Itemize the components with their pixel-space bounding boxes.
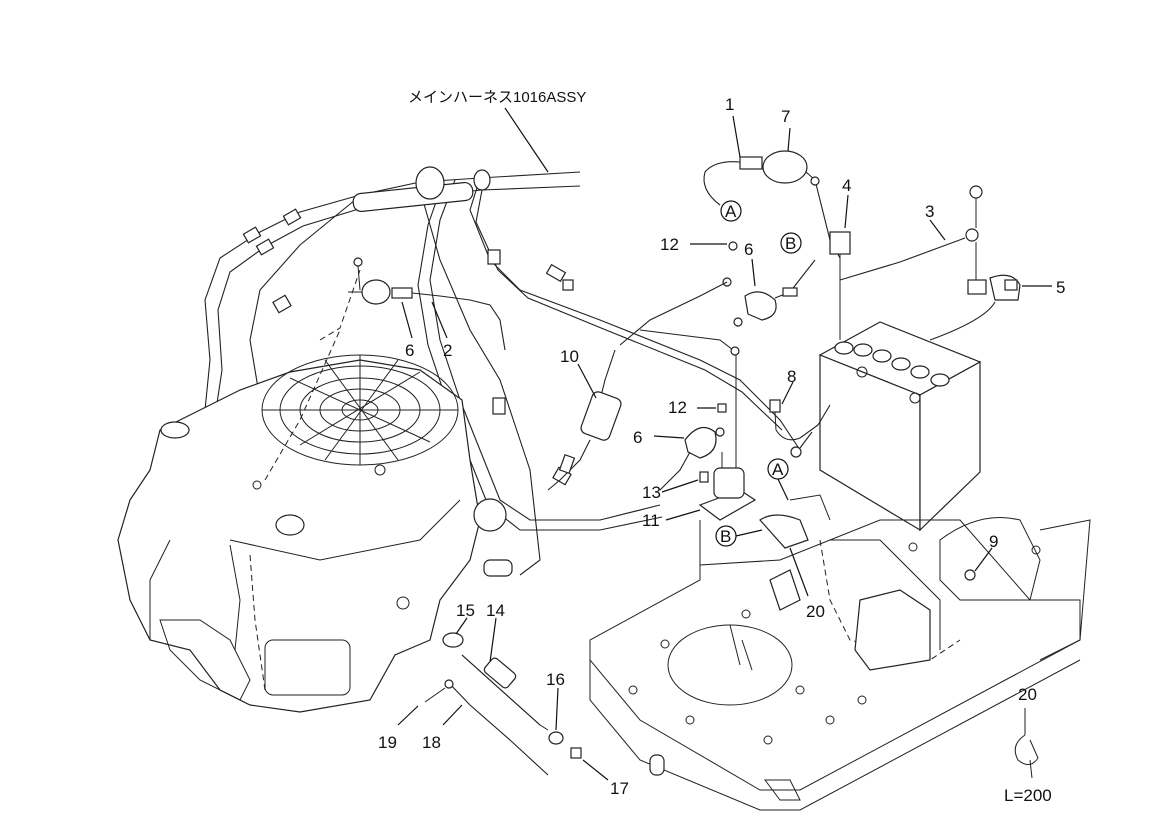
ground-bolt-8 <box>769 399 831 458</box>
harness-leader <box>504 107 549 173</box>
connector-tag-a-top: A <box>725 202 737 221</box>
callout-12-lower: 12 <box>668 398 687 417</box>
callout-9-leader <box>974 547 993 572</box>
length-note: L=200 <box>1004 786 1052 805</box>
callout-7-leader <box>787 127 791 152</box>
callout-20-center: 20 <box>806 602 825 621</box>
callout-8-leader <box>781 381 794 405</box>
terminal-cover-5 <box>929 274 1021 341</box>
battery <box>818 321 982 532</box>
callout-19-leader <box>397 705 419 726</box>
callout-14: 14 <box>486 601 505 620</box>
callout-3: 3 <box>925 202 934 221</box>
spring-rod-assembly <box>424 632 582 776</box>
callout-13-leader <box>661 479 699 493</box>
solenoid-11 <box>698 452 757 565</box>
callout-15-leader <box>455 617 468 635</box>
callout-8: 8 <box>787 367 796 386</box>
callout-2-leader <box>431 301 448 339</box>
engine <box>117 269 507 713</box>
fuse-holder-10 <box>547 349 622 491</box>
callout-6-lower-leader <box>653 435 685 439</box>
connector-tag-a-lower: A <box>772 460 784 479</box>
cap-6-lower <box>659 426 725 491</box>
callout-4: 4 <box>842 176 851 195</box>
callout-10-leader <box>577 363 597 399</box>
connector-tag-b-lower: B <box>720 527 731 546</box>
cap-6-upper <box>619 259 816 460</box>
callout-14-leader <box>489 617 497 663</box>
callout-7: 7 <box>781 107 790 126</box>
cable-tie-20 <box>1014 708 1039 779</box>
callout-6-lower: 6 <box>633 428 642 447</box>
callout-17: 17 <box>610 779 629 798</box>
callout-6-left: 6 <box>405 341 414 360</box>
callout-11-leader <box>665 509 701 521</box>
battery-cable-3 <box>839 185 983 285</box>
callout-16-leader <box>555 687 559 731</box>
callout-18-leader <box>442 704 463 726</box>
tag-a-lower-leader <box>777 478 789 501</box>
callout-2: 2 <box>443 341 452 360</box>
connector-tag-b-top: B <box>785 234 796 253</box>
bracket-20 <box>759 494 831 549</box>
callout-17-leader <box>582 759 609 781</box>
callout-12-upper: 12 <box>660 235 679 254</box>
connector-tag-a-top-circle <box>720 200 742 222</box>
tag-b-lower-leader <box>735 529 763 537</box>
connector-tag-b-top-circle <box>780 232 802 254</box>
callout-6-upper: 6 <box>744 240 753 259</box>
callout-1-leader <box>732 115 741 158</box>
callout-1: 1 <box>725 95 734 114</box>
callout-3-leader <box>929 219 946 241</box>
nut-9 <box>964 569 976 581</box>
callout-9: 9 <box>989 532 998 551</box>
relay-4 <box>829 231 851 340</box>
nut-12-upper <box>728 241 738 251</box>
callout-10: 10 <box>560 347 579 366</box>
chassis-plate <box>589 517 1091 811</box>
callout-19: 19 <box>378 733 397 752</box>
callout-20-center-leader <box>789 547 809 597</box>
callout-18: 18 <box>422 733 441 752</box>
nut-12-lower <box>717 403 727 413</box>
callout-6-upper-leader <box>751 258 756 287</box>
callout-15: 15 <box>456 601 475 620</box>
callout-13: 13 <box>642 483 661 502</box>
upper-left-lead <box>348 257 506 351</box>
callout-11: 11 <box>642 511 660 530</box>
callout-16: 16 <box>546 670 565 689</box>
callout-4-leader <box>844 194 849 229</box>
harness-label: メインハーネス1016ASSY <box>408 89 586 106</box>
callout-6-left-leader <box>401 301 413 339</box>
callout-5: 5 <box>1056 278 1065 297</box>
callout-20-right: 20 <box>1018 685 1037 704</box>
